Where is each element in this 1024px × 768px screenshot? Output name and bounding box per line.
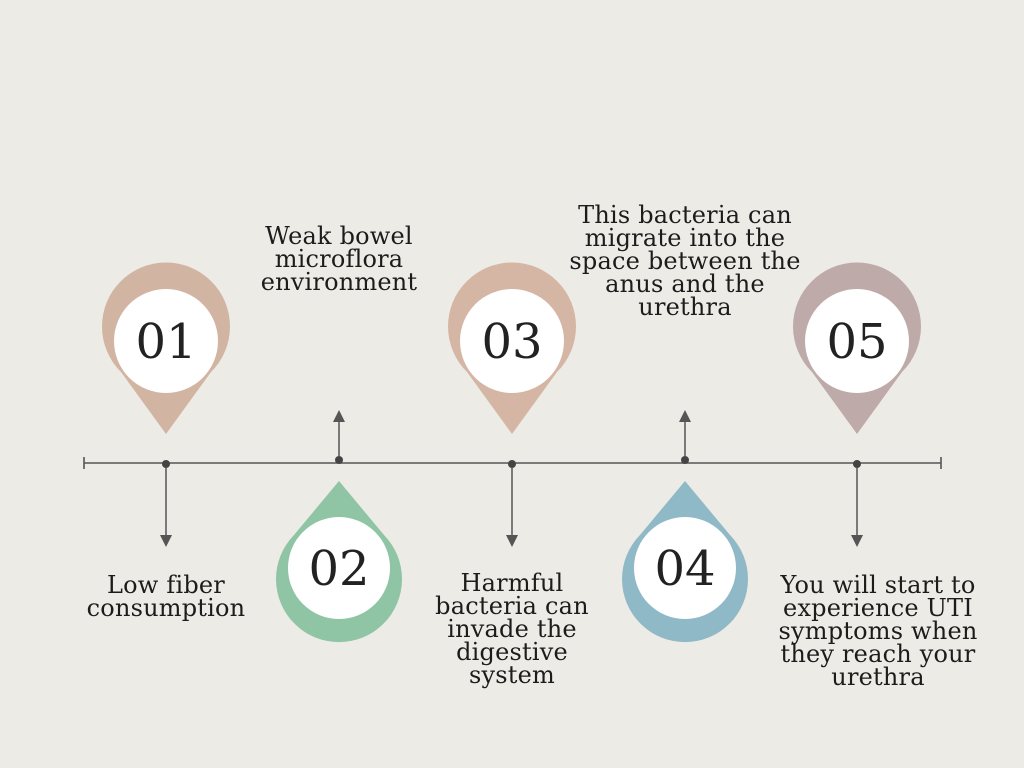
step-description-line: invade the	[447, 615, 577, 643]
step-description-line: anus and the	[605, 270, 765, 298]
step-pin-2: 02	[276, 481, 403, 643]
pin-inner-circle	[460, 289, 564, 393]
step-number-4: 04	[654, 541, 715, 597]
step-description-line: system	[469, 661, 555, 689]
step-description-line: urethra	[638, 293, 732, 321]
step-description-line: microflora	[274, 245, 404, 273]
pin-inner-circle	[114, 289, 218, 393]
step-description-line: experience UTI	[783, 594, 973, 622]
step-pin-4: 04	[622, 481, 749, 643]
step-description-line: space between the	[569, 247, 801, 275]
step-description-line: environment	[260, 268, 418, 296]
step-description-line: symptoms when	[778, 617, 978, 645]
timeline-dot-3	[508, 460, 516, 468]
pin-inner-circle	[805, 289, 909, 393]
step-pin-1: 01	[102, 262, 231, 434]
timeline-dot-1	[162, 460, 170, 468]
step-number-3: 03	[481, 314, 542, 370]
step-pin-3: 03	[448, 262, 576, 434]
timeline-dot-5	[853, 460, 861, 468]
timeline-dot-2	[335, 456, 343, 464]
step-number-5: 05	[826, 314, 887, 370]
step-description-line: migrate into the	[584, 224, 786, 252]
step-pin-5: 05	[793, 262, 921, 434]
step-description-line: This bacteria can	[578, 201, 792, 229]
step-description-line: urethra	[831, 663, 925, 691]
step-description-line: Low fiber	[107, 571, 225, 599]
pin-inner-circle	[288, 517, 390, 619]
pin-inner-circle	[634, 517, 736, 619]
step-description-line: digestive	[456, 638, 568, 666]
step-description-line: Harmful	[460, 569, 564, 597]
step-number-2: 02	[308, 541, 369, 597]
step-description-line: consumption	[86, 594, 246, 622]
step-description-line: You will start to	[780, 571, 976, 599]
step-number-1: 01	[135, 314, 196, 370]
timeline-dot-4	[681, 456, 689, 464]
step-description-line: they reach your	[780, 640, 976, 668]
step-description-line: bacteria can	[435, 592, 589, 620]
step-description-line: Weak bowel	[265, 222, 413, 250]
